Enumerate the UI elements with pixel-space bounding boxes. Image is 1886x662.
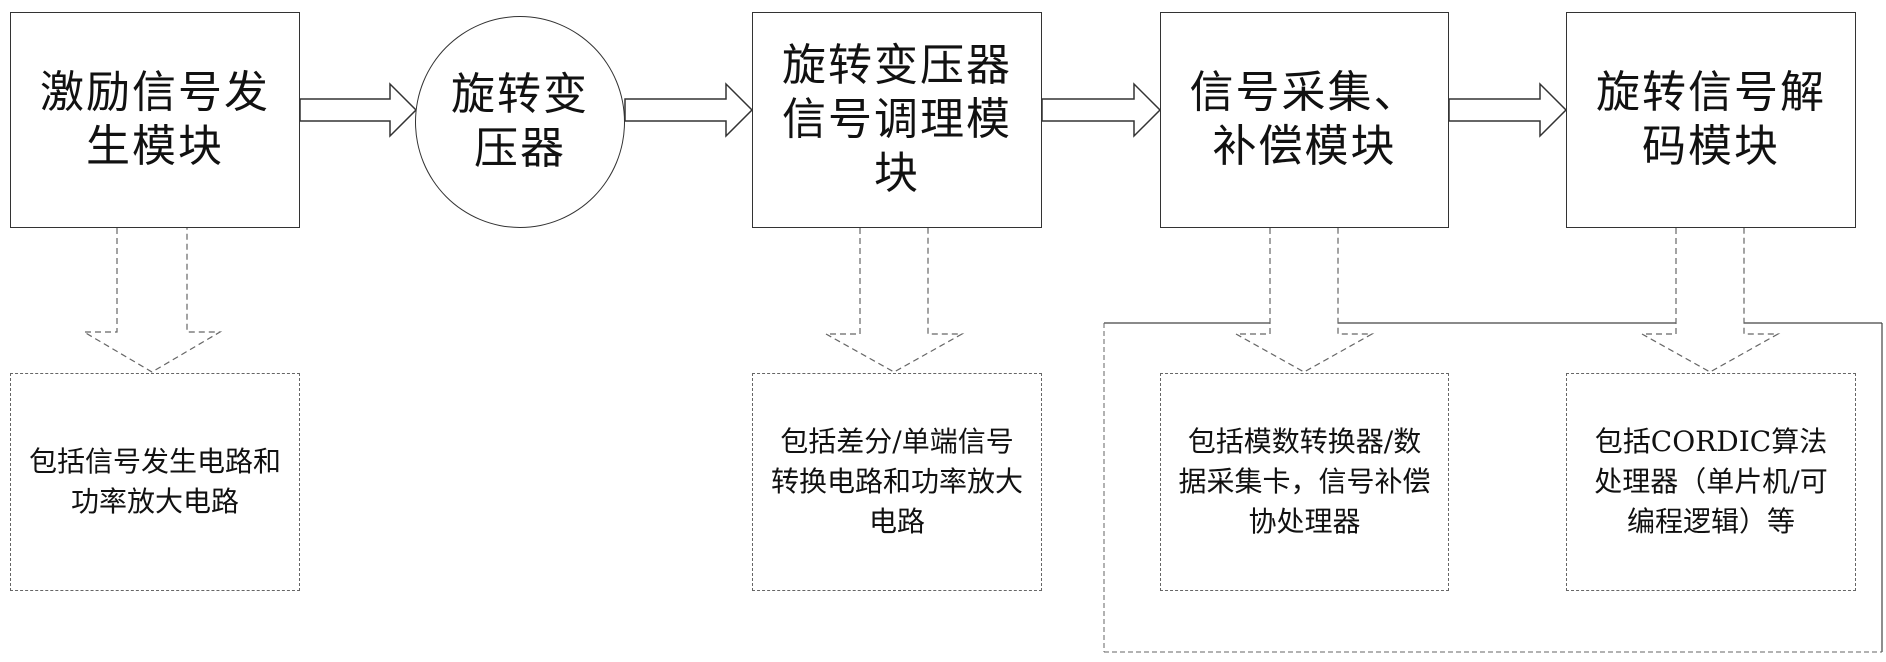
module-acquisition: 信号采集、补偿模块 xyxy=(1160,12,1449,228)
flow-arrow-conditioning-to-acquisition xyxy=(1042,84,1160,136)
module-conditioning-label: 旋转变压器信号调理模块 xyxy=(767,39,1027,201)
detail-conditioning: 包括差分/单端信号转换电路和功率放大电路 xyxy=(752,373,1042,591)
module-decoding: 旋转信号解码模块 xyxy=(1566,12,1856,228)
detail-excitation: 包括信号发生电路和功率放大电路 xyxy=(10,373,300,591)
detail-arrow-excitation xyxy=(84,228,220,372)
module-decoding-label: 旋转信号解码模块 xyxy=(1581,66,1841,174)
detail-arrow-acquisition xyxy=(1236,228,1372,372)
module-excitation-label: 激励信号发生模块 xyxy=(25,66,285,174)
detail-conditioning-text: 包括差分/单端信号转换电路和功率放大电路 xyxy=(767,422,1027,542)
detail-arrow-conditioning xyxy=(826,228,962,372)
detail-decoding: 包括CORDIC算法处理器（单片机/可编程逻辑）等 xyxy=(1566,373,1856,591)
detail-acquisition-text: 包括模数转换器/数据采集卡，信号补偿协处理器 xyxy=(1175,422,1434,542)
module-resolver: 旋转变压器 xyxy=(415,16,625,228)
detail-acquisition: 包括模数转换器/数据采集卡，信号补偿协处理器 xyxy=(1160,373,1449,591)
module-conditioning: 旋转变压器信号调理模块 xyxy=(752,12,1042,228)
detail-excitation-text: 包括信号发生电路和功率放大电路 xyxy=(25,442,285,522)
detail-arrow-decoding xyxy=(1642,228,1778,372)
detail-decoding-text: 包括CORDIC算法处理器（单片机/可编程逻辑）等 xyxy=(1581,422,1841,542)
flow-arrow-acquisition-to-decoding xyxy=(1449,84,1566,136)
module-resolver-label: 旋转变压器 xyxy=(432,68,608,176)
module-excitation: 激励信号发生模块 xyxy=(10,12,300,228)
module-acquisition-label: 信号采集、补偿模块 xyxy=(1175,66,1434,174)
flow-arrow-resolver-to-conditioning xyxy=(625,84,752,136)
flow-arrow-excitation-to-resolver xyxy=(300,84,416,136)
